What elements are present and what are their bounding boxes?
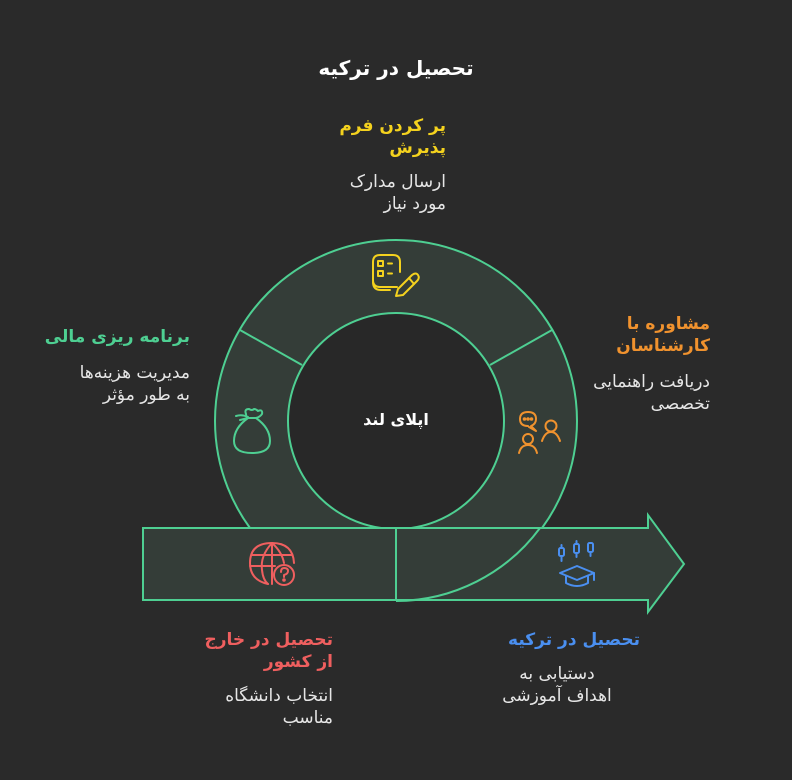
step-study-turkey: تحصیل در ترکیه دستیابی به اهداف آموزشی xyxy=(480,629,640,707)
step-description-line: دستیابی به xyxy=(519,664,595,685)
step-description-line: ارسال مدارک xyxy=(349,172,446,193)
step-apply-form: پر کردن فرم پذیرش ارسال مدارک مورد نیاز xyxy=(300,115,446,215)
step-heading-line: پر کردن فرم xyxy=(339,116,446,136)
money-bag-icon xyxy=(233,408,271,454)
step-description-line: مدیریت هزینه‌ها xyxy=(79,363,190,384)
step-heading-line: تحصیل در ترکیه xyxy=(508,630,640,650)
step-description-line: انتخاب دانشگاه xyxy=(225,686,333,707)
step-study-abroad: تحصیل در خارج از کشور انتخاب دانشگاه منا… xyxy=(180,629,333,729)
step-heading-line: کارشناسان xyxy=(616,336,710,357)
checklist-pencil-icon xyxy=(372,254,420,297)
step-description-line: مورد نیاز xyxy=(383,194,446,215)
step-financial-planning: برنامه ریزی مالی مدیریت هزینه‌ها به طور … xyxy=(20,326,190,406)
page-title: تحصیل در ترکیه xyxy=(318,56,474,80)
progress-arrow xyxy=(142,511,686,615)
step-description-line: اهداف آموزشی xyxy=(502,686,612,707)
step-description-line: به طور مؤثر xyxy=(102,385,190,406)
step-heading-line: مشاوره با xyxy=(626,314,710,334)
graduation-cap-chart-icon xyxy=(558,540,595,587)
step-heading-line: پذیرش xyxy=(389,138,446,159)
step-consulting: مشاوره با کارشناسان دریافت راهنمایی تخصص… xyxy=(560,313,710,415)
step-description-line: مناسب xyxy=(282,708,333,729)
center-label: اپلای لند xyxy=(363,410,429,429)
globe-question-icon xyxy=(249,542,295,586)
step-description-line: تخصصی xyxy=(650,394,710,415)
ring-divider-left xyxy=(239,329,303,366)
ring xyxy=(214,239,578,528)
step-description-line: دریافت راهنمایی xyxy=(593,372,710,393)
ring-divider-right xyxy=(489,329,553,366)
people-chat-icon xyxy=(518,411,561,454)
step-heading-line: برنامه ریزی مالی xyxy=(44,327,190,347)
step-heading-line: تحصیل در خارج xyxy=(204,630,333,650)
step-heading-line: از کشور xyxy=(263,652,333,673)
ring-arc-in-arrow xyxy=(395,527,541,602)
